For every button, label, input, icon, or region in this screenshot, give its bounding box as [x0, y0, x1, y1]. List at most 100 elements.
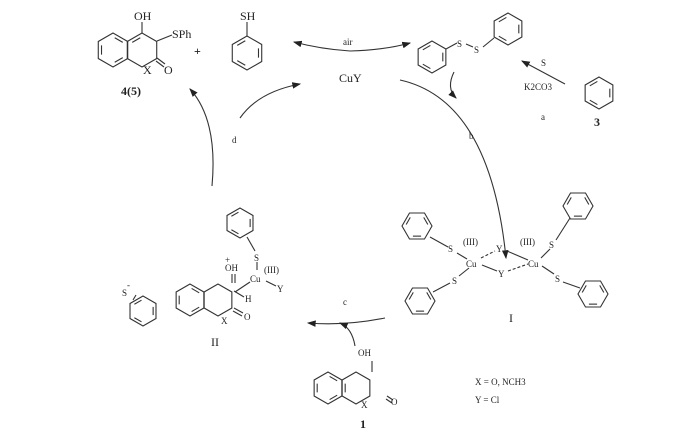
double-bond	[589, 80, 598, 87]
benzene-ring	[97, 32, 129, 68]
air-arrow-left	[292, 40, 351, 52]
double-bond	[498, 16, 507, 23]
air-label: air	[343, 37, 353, 47]
intermediate-I: S (III) Y (III) Cu Cu Y S S S I	[448, 237, 560, 325]
double-bond	[134, 317, 142, 323]
double-bond	[231, 229, 239, 235]
double-bond	[114, 37, 124, 43]
product-oh: OH	[134, 9, 152, 23]
arrow-a	[521, 60, 566, 85]
complex-I-ox-left: (III)	[463, 237, 478, 247]
bonds	[132, 22, 581, 404]
complex-II-s: S	[254, 253, 259, 263]
complex-II-oh: OH	[225, 263, 238, 273]
double-bond	[584, 197, 590, 205]
double-bond	[329, 375, 338, 382]
double-bond	[566, 197, 572, 205]
arrow-substrate-in	[338, 322, 356, 347]
benzene-ring	[126, 32, 158, 68]
double-bond	[114, 57, 124, 63]
disulfide-s1: S	[457, 39, 462, 49]
double-bond	[408, 292, 414, 300]
substrate-1: OH X O 1	[358, 348, 398, 431]
complex-I-ox-right: (III)	[520, 237, 535, 247]
double-bond	[191, 287, 200, 294]
product-x: X	[143, 63, 152, 77]
legend-y-definition: Y = Cl	[475, 395, 500, 405]
arrow-disulfide-in	[448, 71, 457, 99]
double-bond	[423, 217, 429, 225]
product-label: 4(5)	[121, 84, 141, 98]
benzene-ring	[584, 76, 614, 110]
benzene-ring	[313, 371, 343, 405]
benzene-ring	[401, 212, 433, 240]
benzene-ring	[231, 35, 263, 71]
complex-I-y-bottom: Y	[498, 269, 505, 279]
product-4-5: OH SPh X O 4(5)	[121, 9, 191, 98]
product-sph: SPh	[172, 27, 191, 41]
double-bond	[422, 63, 431, 70]
benzene-ring	[562, 192, 594, 220]
complex-I-s: S	[448, 244, 453, 254]
double-bond	[581, 285, 587, 293]
complex-II-ox: (III)	[264, 265, 279, 275]
arrows	[189, 40, 566, 347]
air-arrow-right	[349, 41, 412, 52]
double-bond	[191, 306, 200, 313]
double-bond	[498, 35, 507, 42]
thiolate-s: S	[122, 288, 127, 298]
product-o: O	[164, 63, 173, 77]
complex-I-cu-left: Cu	[466, 259, 477, 269]
substrate-oh: OH	[358, 348, 371, 358]
step-a-label: a	[541, 112, 545, 122]
complex-I-s: S	[555, 274, 560, 284]
benzene-ring	[129, 295, 157, 327]
complex-I-cu-right: Cu	[528, 259, 539, 269]
complex-II-charge: +	[225, 255, 230, 265]
step-a-reagent-k2co3: K2CO3	[524, 82, 553, 92]
thiolate-anion: S -	[122, 280, 130, 298]
double-bond	[131, 37, 141, 43]
benzene-ring	[417, 40, 447, 74]
double-bond	[405, 217, 411, 225]
step-d-label: d	[232, 135, 237, 145]
substrate-x: X	[361, 400, 368, 410]
substrate-label: 1	[360, 417, 366, 431]
benzene-ring	[577, 280, 609, 308]
catalyst-label: CuY	[339, 71, 362, 85]
complex-II-h: H	[245, 294, 252, 304]
double-bond	[426, 292, 432, 300]
complex-I-y-top: Y	[496, 244, 503, 254]
complex-I-s: S	[549, 240, 554, 250]
benzene-ring	[226, 207, 254, 239]
step-b-label: b	[469, 131, 474, 141]
plus-sign: +	[194, 44, 201, 58]
complex-I-s: S	[452, 276, 457, 286]
substrate-o: O	[391, 397, 398, 407]
intermediate-II: OH + S (III) Cu Y H X O II	[211, 253, 284, 349]
complex-II-y: Y	[277, 284, 284, 294]
benzene-ring	[404, 287, 436, 315]
double-bond	[231, 211, 239, 217]
benzene-ring	[493, 12, 523, 46]
benzene-ring	[175, 283, 205, 317]
arrow-catalyst-out	[239, 82, 302, 119]
benzene-label: 3	[594, 115, 600, 129]
double-bond	[236, 40, 246, 46]
arrow-c	[306, 317, 386, 327]
step-c-label: c	[343, 297, 347, 307]
double-bond	[134, 299, 142, 305]
benzene-ring	[341, 371, 371, 405]
double-bond	[599, 285, 605, 293]
legend-x-definition: X = O, NCH3	[475, 377, 526, 387]
step-a-reagent-s: S	[541, 58, 546, 68]
complex-II-label: II	[211, 335, 219, 349]
complex-I-label: I	[509, 311, 513, 325]
double-bond	[236, 60, 246, 66]
disulfide-s2: S	[474, 45, 479, 55]
ring-bonds	[97, 12, 614, 405]
benzene-ring	[203, 283, 233, 317]
double-bond	[589, 99, 598, 106]
